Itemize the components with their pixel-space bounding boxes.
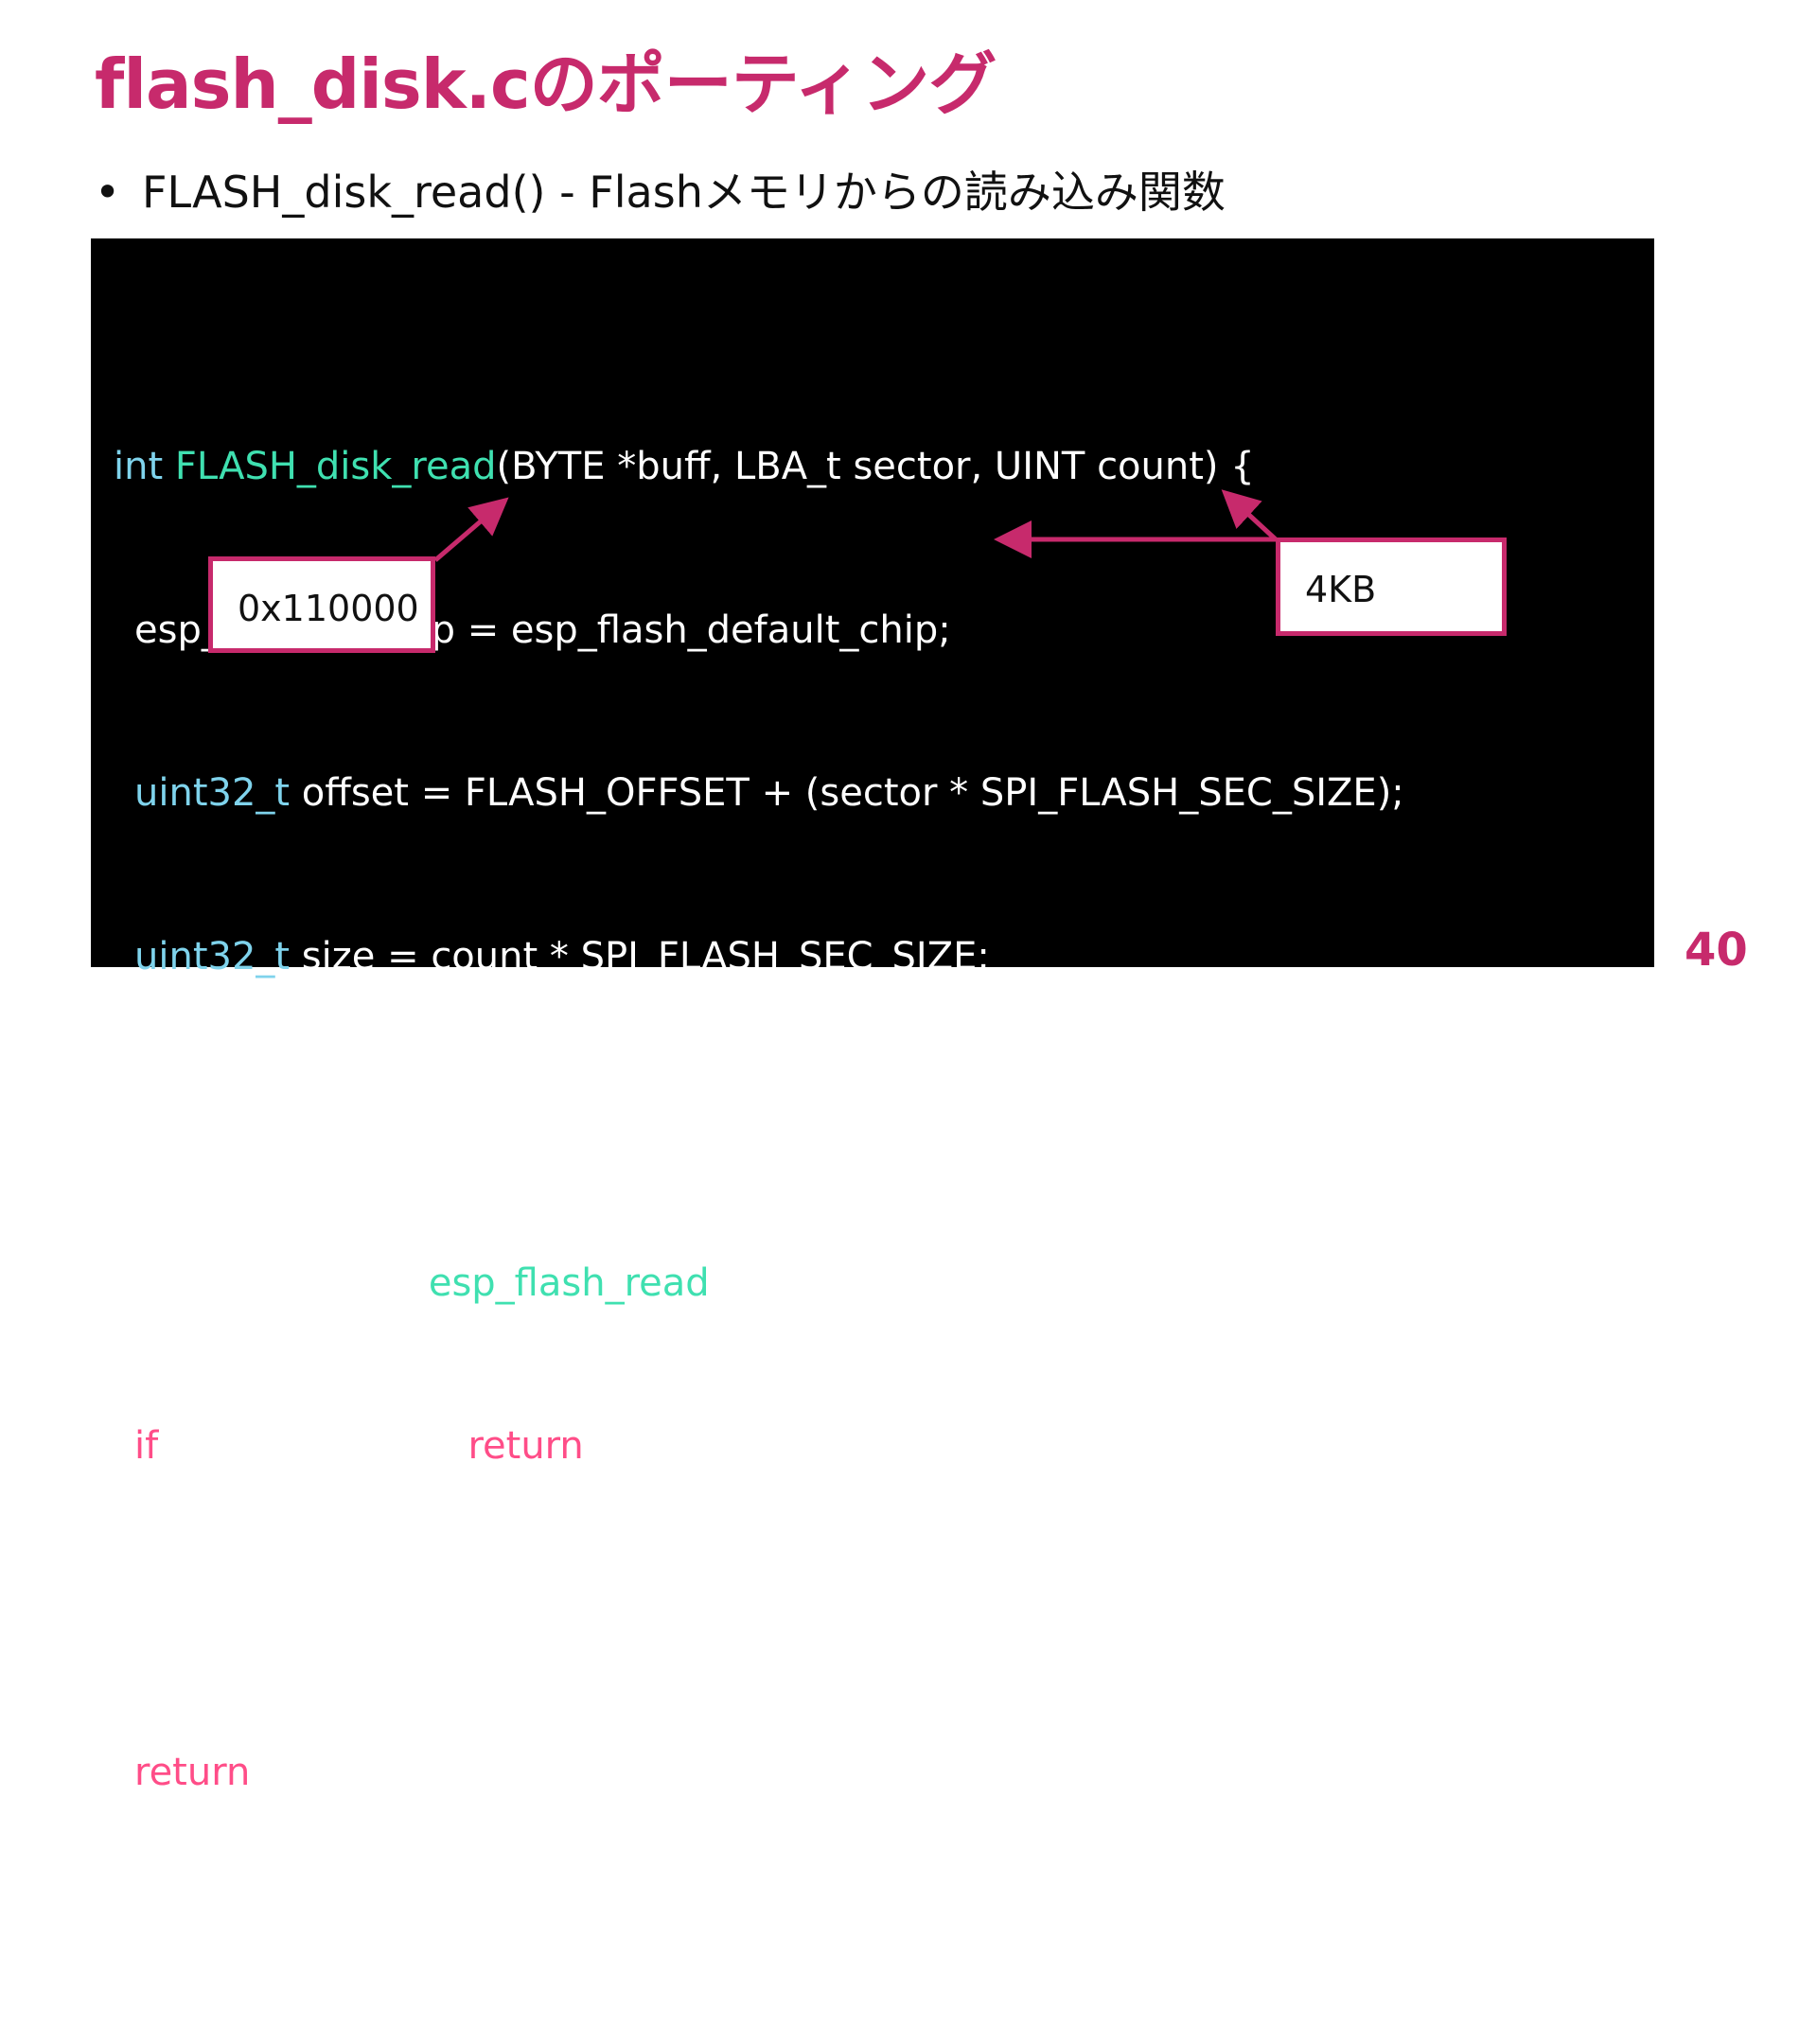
code-line-10: } (114, 1910, 1404, 1965)
code-line-2: esp_flash_t *chip = esp_flash_default_ch… (114, 604, 1404, 659)
code-token: RES_OK; (250, 1751, 423, 1794)
code-line-5 (114, 1093, 1404, 1148)
slide-title: flash_disk.cのポーティング (95, 44, 997, 124)
code-token-function: FLASH_disk_read (174, 445, 497, 488)
code-token: esp_err_t ret = (134, 1260, 429, 1305)
code-token-keyword: return (134, 1751, 251, 1794)
page-number: 40 (1685, 924, 1748, 977)
code-line-6: esp_err_t ret = esp_flash_read(chip, buf… (114, 1257, 1404, 1312)
code-token: } (114, 1913, 138, 1958)
code-line-8 (114, 1583, 1404, 1638)
code-token: (chip, buff, offset, size); (709, 1260, 1158, 1305)
code-line-4: uint32_t size = count * SPI_FLASH_SEC_SI… (114, 930, 1404, 985)
code-line-9: return RES_OK; (114, 1746, 1404, 1801)
code-token-function: esp_flash_read (428, 1260, 710, 1305)
sector-size-callout: 4KB (1276, 537, 1507, 636)
code-token: (ret != ESP_OK) (158, 1424, 468, 1468)
code-token: esp_flash_t *chip = esp_flash_default_ch… (134, 608, 951, 652)
code-line-1: int FLASH_disk_read(BYTE *buff, LBA_t se… (114, 440, 1404, 495)
bullet-marker: • (95, 167, 121, 218)
offset-callout: 0x110000 (208, 556, 435, 653)
code-token: size = count * SPI_FLASH_SEC_SIZE; (290, 934, 990, 978)
code-token: (BYTE *buff, LBA_t sector, UINT count) { (496, 445, 1255, 488)
code-token-type: int (114, 445, 164, 488)
code-token-keyword: if (134, 1424, 159, 1468)
bullet-text: FLASH_disk_read() - Flashメモリからの読み込み関数 (142, 167, 1226, 218)
code-token-keyword: return (467, 1424, 584, 1468)
bullet-item: • FLASH_disk_read() - Flashメモリからの読み込み関数 (95, 167, 1226, 219)
code-token: offset = FLASH_OFFSET + (sector * SPI_FL… (290, 771, 1404, 815)
code-line-7: if(ret != ESP_OK) return RES_ERROR; (114, 1419, 1404, 1474)
code-token (163, 445, 175, 488)
code-token-type: uint32_t (134, 934, 291, 978)
code-token: RES_ERROR; (583, 1424, 835, 1468)
code-line-3: uint32_t offset = FLASH_OFFSET + (sector… (114, 766, 1404, 821)
code-token-type: uint32_t (134, 771, 291, 815)
